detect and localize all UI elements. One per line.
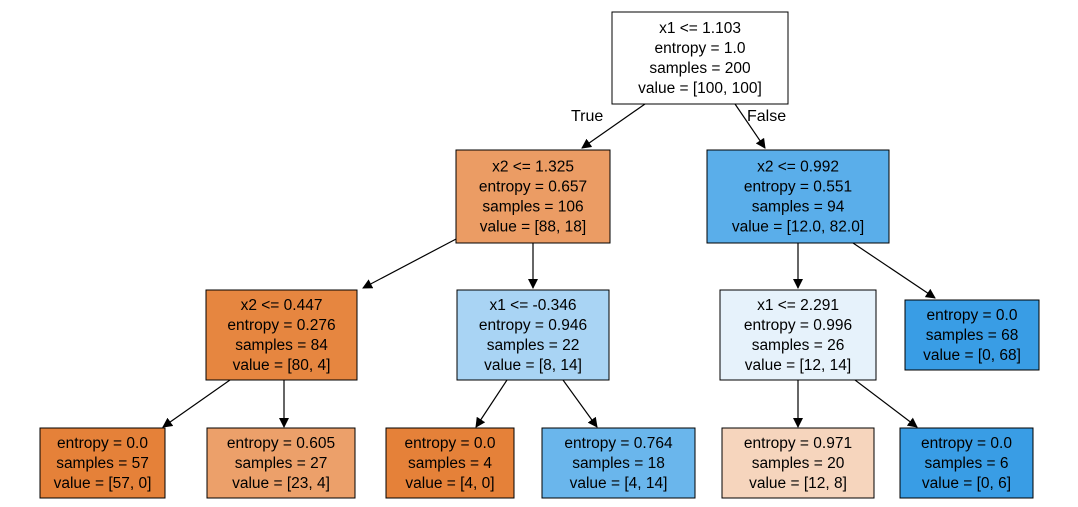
node-line: value = [12, 8] [749, 475, 847, 492]
node-box [39, 427, 166, 499]
node-box [721, 427, 875, 499]
node-line: samples = 68 [926, 327, 1019, 344]
node-line: samples = 20 [752, 455, 845, 472]
node-line: samples = 200 [649, 60, 751, 77]
node-line: value = [12.0, 82.0] [732, 219, 864, 236]
node-line: samples = 4 [408, 455, 492, 472]
tree-node-n6: entropy = 0.0 samples = 68 value = [0, 68] [904, 299, 1040, 371]
node-line: x2 <= 1.325 [492, 159, 574, 176]
node-line: entropy = 0.946 [479, 317, 587, 334]
tree-node-n9: entropy = 0.0 samples = 4 value = [4, 0] [385, 427, 515, 499]
node-line: x2 <= 0.447 [241, 297, 323, 314]
node-box [719, 289, 877, 381]
node-line: entropy = 0.764 [564, 435, 673, 452]
tree-node-n5: x1 <= 2.291 entropy = 0.996 samples = 26 va… [719, 289, 877, 381]
node-line: samples = 106 [482, 199, 583, 216]
node-box [541, 427, 696, 499]
tree-node-n7: entropy = 0.0 samples = 57 value = [57, 0] [39, 427, 166, 499]
node-line: value = [4, 14] [570, 475, 668, 492]
edge-n3-n7 [162, 379, 231, 428]
edges [162, 103, 936, 428]
tree-node-n2: x2 <= 0.992 entropy = 0.551 samples = 94 va… [706, 149, 890, 244]
node-line: samples = 84 [235, 337, 328, 354]
node-line: samples = 6 [924, 455, 1008, 472]
tree-node-n3: x2 <= 0.447 entropy = 0.276 samples = 84 va… [205, 289, 358, 381]
edge-root-n2 [734, 103, 766, 149]
node-line: entropy = 0.551 [744, 179, 852, 196]
node-line: value = [12, 14] [745, 357, 851, 374]
edge-n2-n6 [852, 242, 936, 299]
edge-n5-n12 [854, 379, 918, 428]
node-line: samples = 22 [487, 337, 580, 354]
node-line: value = [0, 68] [923, 347, 1021, 364]
edge-root-n1 [581, 103, 646, 149]
tree-node-n4: x1 <= -0.346 entropy = 0.946 samples = 22 v… [456, 289, 610, 381]
node-line: x2 <= 0.992 [757, 159, 839, 176]
tree-node-n10: entropy = 0.764 samples = 18 value = [4, 1… [541, 427, 696, 499]
edge-n4-n9 [475, 379, 508, 428]
node-line: samples = 27 [235, 455, 328, 472]
node-box [206, 427, 356, 499]
node-line: entropy = 0.605 [227, 435, 335, 452]
node-box [385, 427, 515, 499]
node-line: x1 <= 1.103 [659, 20, 741, 37]
tree-node-n11: entropy = 0.971 samples = 20 value = [12, … [721, 427, 875, 499]
node-line: samples = 26 [752, 337, 845, 354]
tree-node-n12: entropy = 0.0 samples = 6 value = [0, 6] [899, 427, 1034, 499]
tree-node-n1: x2 <= 1.325 entropy = 0.657 samples = 106 v… [455, 149, 611, 244]
node-line: samples = 94 [752, 199, 845, 216]
edge-n4-n10 [562, 379, 598, 428]
false-edge-label: False [747, 108, 786, 125]
node-line: entropy = 0.971 [744, 435, 852, 452]
true-edge-label: True [571, 108, 603, 125]
node-line: x1 <= 2.291 [757, 297, 839, 314]
node-box [456, 289, 610, 381]
edge-n1-n3 [362, 237, 459, 289]
tree-nodes: x1 <= 1.103 entropy = 1.0 samples = 200 val… [39, 11, 1040, 499]
node-box [455, 149, 611, 244]
node-box [205, 289, 358, 381]
node-line: value = [88, 18] [480, 219, 586, 236]
node-line: entropy = 0.0 [405, 435, 496, 452]
node-line: entropy = 1.0 [655, 40, 746, 57]
node-line: entropy = 0.276 [227, 317, 335, 334]
node-line: entropy = 0.0 [921, 435, 1012, 452]
node-line: samples = 18 [572, 455, 665, 472]
node-line: value = [23, 4] [232, 475, 330, 492]
node-line: value = [100, 100] [638, 80, 762, 97]
node-line: value = [4, 0] [405, 475, 494, 492]
node-line: samples = 57 [56, 455, 149, 472]
node-box [611, 11, 789, 105]
node-line: entropy = 0.657 [479, 179, 587, 196]
node-line: value = [0, 6] [922, 475, 1011, 492]
tree-node-n8: entropy = 0.605 samples = 27 value = [23, … [206, 427, 356, 499]
node-line: value = [8, 14] [484, 357, 582, 374]
node-box [899, 427, 1034, 499]
node-line: value = [80, 4] [233, 357, 331, 374]
tree-node-root: x1 <= 1.103 entropy = 1.0 samples = 200 val… [611, 11, 789, 105]
node-box [904, 299, 1040, 371]
node-line: entropy = 0.0 [927, 307, 1018, 324]
node-line: value = [57, 0] [54, 475, 152, 492]
node-line: entropy = 0.0 [57, 435, 148, 452]
node-line: x1 <= -0.346 [489, 297, 576, 314]
node-box [706, 149, 890, 244]
node-line: entropy = 0.996 [744, 317, 852, 334]
